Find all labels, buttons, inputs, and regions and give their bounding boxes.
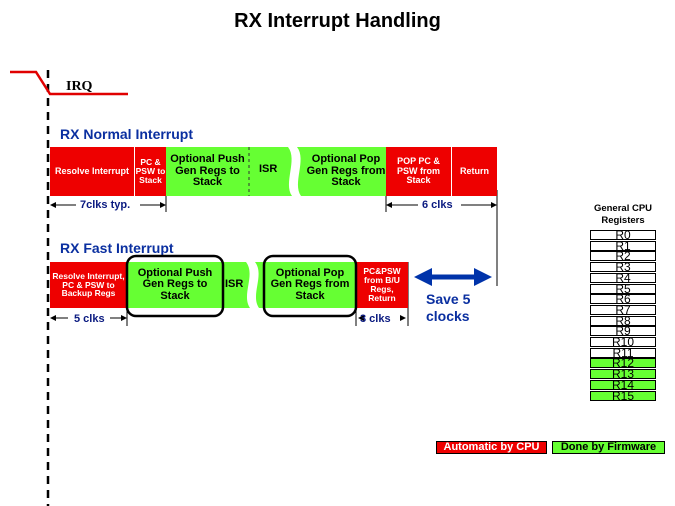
register-r9: R9: [590, 326, 656, 337]
normal-pop-block: Optional Pop Gen Regs from Stack: [306, 147, 386, 196]
register-r7: R7: [590, 304, 656, 315]
normal-return-block: Return: [451, 147, 497, 196]
register-r6: R6: [590, 294, 656, 305]
fast-right-clks: 3 clks: [360, 313, 391, 325]
normal-isr-label: ISR: [259, 163, 278, 175]
register-r8: R8: [590, 315, 656, 326]
fast-isr-label: ISR: [225, 278, 244, 290]
normal-heading: RX Normal Interrupt: [60, 126, 194, 142]
fast-push-outline: [125, 254, 225, 318]
fast-push-block: Optional Push Gen Regs to Stack: [127, 262, 223, 308]
registers-heading: General CPU Registers: [593, 203, 653, 226]
register-r14: R14: [590, 379, 656, 390]
legend-cpu: Automatic by CPU: [436, 441, 547, 454]
register-r10: R10: [590, 337, 656, 347]
fast-pop-outline: [262, 254, 358, 318]
irq-waveform: [10, 70, 128, 96]
register-r12: R12: [590, 358, 656, 369]
normal-push-block: Optional Push Gen Regs to Stack: [166, 147, 249, 196]
irq-label: IRQ: [66, 79, 93, 94]
legend-firmware: Done by Firmware: [552, 441, 665, 454]
register-r5: R5: [590, 283, 656, 294]
register-r11: R11: [590, 347, 656, 358]
register-r1: R1: [590, 240, 656, 251]
page-title: RX Interrupt Handling: [234, 10, 441, 32]
normal-resolve-block: Resolve Interrupt: [50, 147, 134, 196]
register-r2: R2: [590, 251, 656, 262]
fast-resolve-block: Resolve Interrupt, PC & PSW to Backup Re…: [50, 262, 127, 308]
register-r4: R4: [590, 272, 656, 283]
register-r13: R13: [590, 369, 656, 380]
normal-right-clks: 6 clks: [422, 199, 453, 211]
fast-pop-block: Optional Pop Gen Regs from Stack: [264, 262, 356, 308]
normal-left-clks: 7clks typ.: [80, 199, 131, 211]
save-clocks-label: Save 5 clocks: [426, 291, 471, 324]
normal-pop-pc-block: POP PC & PSW from Stack: [386, 147, 451, 196]
register-r15: R15: [590, 390, 656, 401]
register-r3: R3: [590, 262, 656, 273]
fast-restore-block: PC&PSW from B/U Regs, Return: [356, 262, 408, 308]
fast-heading: RX Fast Interrupt: [60, 240, 174, 256]
fast-left-clks: 5 clks: [74, 313, 105, 325]
register-r0: R0: [590, 230, 656, 240]
normal-pc-psw-block: PC & PSW to Stack: [134, 147, 166, 196]
